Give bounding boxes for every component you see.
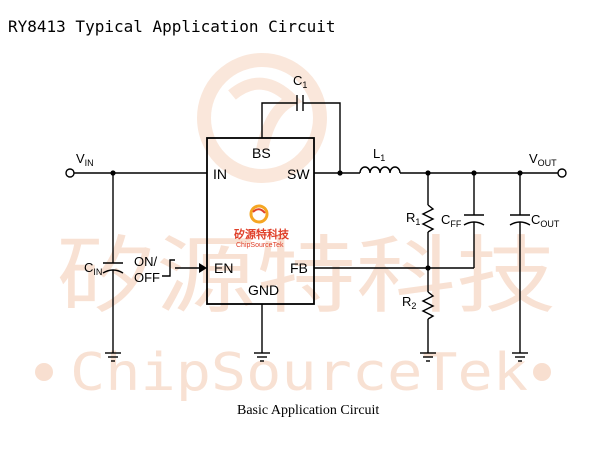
ground-chip: [254, 352, 270, 362]
l1-label: L1: [373, 146, 385, 163]
r1-label: R1: [406, 210, 420, 227]
cout-label: COUT: [531, 212, 560, 229]
watermark-dot-left: [35, 363, 53, 381]
cin-capacitor: CIN: [84, 173, 124, 353]
ground-r2: [420, 352, 436, 362]
pin-label-fb: FB: [290, 260, 308, 276]
ground-cin: [105, 352, 121, 362]
r1-resistor: R1: [406, 173, 435, 292]
pin-label-en: EN: [214, 260, 233, 276]
ground-cout: [512, 352, 528, 362]
cff-label: CFF: [441, 212, 462, 229]
page-title: RY8413 Typical Application Circuit: [8, 17, 336, 36]
cff-capacitor: CFF: [441, 173, 485, 268]
watermark-chinese: 矽源特科技: [56, 227, 556, 325]
vout-label: VOUT: [529, 151, 557, 168]
junction-sw: [337, 170, 343, 176]
enable-input: ON/ OFF: [134, 254, 207, 285]
cout-capacitor: COUT: [509, 173, 560, 353]
pin-label-gnd: GND: [248, 282, 279, 298]
c1-capacitor: C1: [261, 73, 341, 173]
watermark-english: ChipSourceTek: [70, 343, 528, 403]
vout-node: VOUT: [529, 151, 567, 178]
watermark: 矽源特科技 ChipSourceTek: [35, 53, 556, 403]
watermark-dot-right: [533, 363, 551, 381]
vout-terminal: [557, 168, 567, 178]
onoff-label-line1: ON/: [134, 254, 158, 269]
junction-fb: [425, 265, 431, 271]
chip-logo-chinese: 矽源特科技: [234, 227, 290, 241]
r2-label: R2: [402, 294, 416, 311]
pin-label-in: IN: [213, 166, 227, 182]
chip-logo-english: ChipSourceTek: [236, 242, 284, 249]
watermark-logo-ring: [197, 53, 327, 183]
figure-caption: Basic Application Circuit: [237, 403, 379, 418]
watermark-logo-swoosh: [228, 77, 303, 152]
vin-terminal: [65, 168, 75, 178]
chip-logo-swoosh: [252, 208, 266, 214]
chip-logo-emblem: [249, 204, 269, 224]
vin-label: VIN: [76, 151, 94, 168]
chip-logo: 矽源特科技 ChipSourceTek: [234, 204, 290, 249]
chip-body: [206, 137, 315, 305]
enable-arrow-icon: [199, 263, 207, 273]
pin-label-sw: SW: [287, 166, 310, 182]
onoff-label-line2: OFF: [134, 270, 160, 285]
pin-label-bs: BS: [252, 145, 271, 161]
c1-label: C1: [293, 73, 307, 90]
l1-inductor: L1: [359, 146, 401, 174]
r2-resistor: R2: [402, 291, 435, 353]
cin-label: CIN: [84, 260, 102, 277]
